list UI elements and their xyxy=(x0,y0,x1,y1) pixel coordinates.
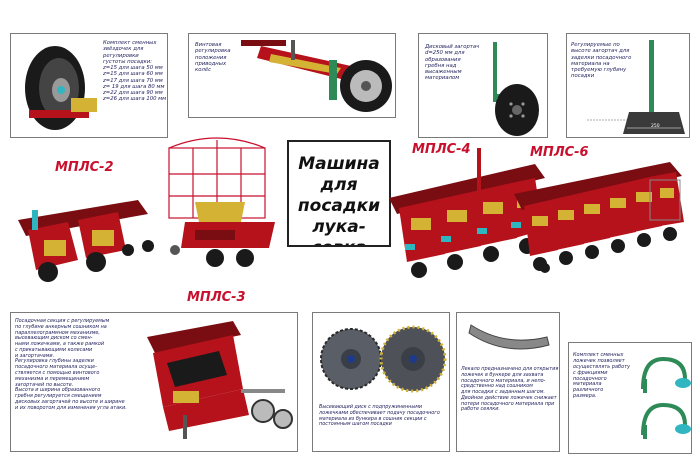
seeding-disk-drawing xyxy=(320,325,447,393)
lever-panel: Лекало предназначено для открытия ложече… xyxy=(456,312,560,452)
lever-text: Лекало предназначено для открытия ложече… xyxy=(461,366,559,413)
spoons-drawing xyxy=(641,356,691,439)
mpls3-machine xyxy=(168,137,275,267)
depth-text: Регулируемые по высоте загортач для заде… xyxy=(571,42,632,80)
sprocket-text: Комплект сменных звёздочек для регулиров… xyxy=(103,40,167,103)
model-mpls4-label: МПЛС-4 xyxy=(412,142,471,157)
spoons-panel: Комплект сменных ложечек позволяет осуще… xyxy=(568,342,692,454)
title-line-4: лука-севка xyxy=(311,217,366,245)
depth-hiller-drawing xyxy=(587,40,685,134)
screw-panel: Винтовая регулировка положения приводных… xyxy=(188,33,396,118)
spoons-text: Комплект сменных ложечек позволяет осуще… xyxy=(573,352,631,400)
wheel-sprocket-drawing xyxy=(25,46,97,130)
depth-panel: Регулируемые по высоте загортач для заде… xyxy=(566,33,690,138)
lever-cam-drawing xyxy=(468,324,550,350)
section-panel: Посадочная секция с регулируемым по глуб… xyxy=(10,312,298,452)
model-mpls6-label: МПЛС-6 xyxy=(530,145,589,160)
disk-text: Дисковый загортач d=250 мм для образован… xyxy=(425,44,480,82)
seeding-disk-panel: Высевающий диск с подпружиненными ложечк… xyxy=(312,312,450,452)
title-line-3: посадки xyxy=(297,196,381,217)
section-drawing xyxy=(147,321,293,439)
screw-text: Винтовая регулировка положения приводных… xyxy=(195,42,231,73)
depth-dimension: 250 xyxy=(651,124,660,129)
title-box: Машина для посадки лука-севка xyxy=(287,140,391,247)
section-text: Посадочная секция с регулируемым по глуб… xyxy=(15,318,127,411)
disk-hiller-drawing xyxy=(493,42,539,136)
title-line-1: Машина xyxy=(298,154,380,174)
mpls2-machine xyxy=(18,200,154,282)
title-line-2: для xyxy=(320,175,358,196)
page-title: Машина для посадки лука-севка xyxy=(289,154,389,245)
screw-drive-drawing xyxy=(241,40,392,112)
mpls6-machine xyxy=(514,162,684,271)
sprocket-panel: Комплект сменных звёздочек для регулиров… xyxy=(10,33,168,138)
disk-panel: Дисковый загортач d=250 мм для образован… xyxy=(418,33,548,138)
seeding-disk-text: Высевающий диск с подпружиненными ложечк… xyxy=(319,404,440,428)
model-mpls3-label: МПЛС-3 xyxy=(187,290,246,305)
model-mpls2-label: МПЛС-2 xyxy=(55,160,114,175)
